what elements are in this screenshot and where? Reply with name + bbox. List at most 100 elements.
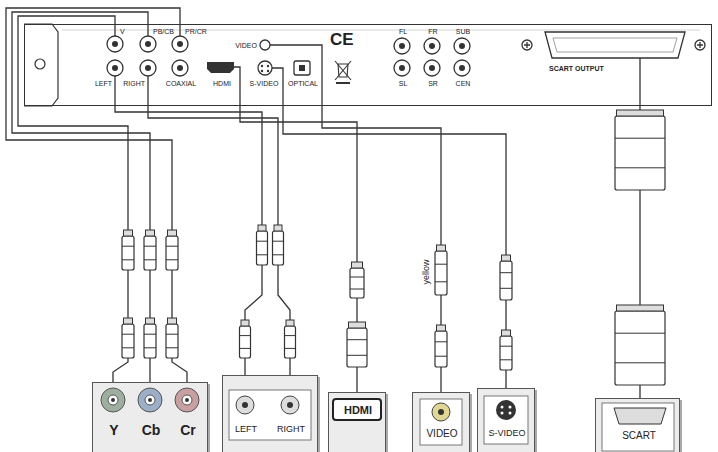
cable-wire [115, 76, 262, 396]
s-video-jack [261, 65, 263, 67]
input-label: LEFT [235, 425, 257, 434]
connector-label: CEN [456, 80, 471, 87]
connector-label: SCART OUTPUT [549, 65, 604, 72]
s-video-input-jack [484, 396, 528, 444]
plug-body [122, 324, 134, 358]
jack-center [145, 65, 151, 71]
rca-jack [454, 60, 470, 76]
plug-body [435, 331, 447, 367]
audio-jack [281, 396, 299, 414]
scart-socket [545, 32, 685, 58]
plug-ring [166, 246, 178, 247]
cable [148, 106, 290, 375]
input-label: HDMI [344, 405, 372, 416]
plug-ring [273, 254, 284, 255]
component-jack [101, 388, 125, 412]
input-label: RIGHT [277, 425, 305, 434]
video-input: VIDEO [412, 392, 470, 452]
plug-body [350, 268, 364, 298]
plug-ring [615, 362, 665, 363]
cable-plug [435, 245, 447, 295]
s-video-jack [258, 61, 272, 75]
plug-collar [437, 325, 446, 331]
plug-body [144, 236, 156, 270]
plug-body [347, 328, 367, 367]
weee-bin-symbol [335, 61, 351, 80]
optical-port [294, 61, 310, 75]
connector-label: VIDEO [235, 42, 257, 49]
cable-plug [144, 318, 156, 358]
plug-collar [502, 255, 511, 261]
cable-plug [144, 230, 156, 270]
connector-label: HDMI [213, 80, 231, 87]
scart-socket [522, 32, 705, 58]
s-video-jack [258, 61, 272, 75]
cable-wire [272, 68, 283, 106]
plug-body [435, 251, 447, 295]
scart-input: SCART [595, 398, 680, 452]
cable-plug [435, 325, 447, 367]
input-label: S-VIDEO [488, 429, 525, 438]
rca-jack [394, 60, 410, 76]
jack-center [429, 65, 435, 71]
optical-port [299, 65, 305, 71]
rear-panel: VPB/CBPR/CRLEFTRIGHTCOAXIALHDMIVIDEOS-VI… [24, 24, 712, 106]
plug-ring [500, 359, 512, 360]
plug-collar [241, 320, 249, 326]
panel-detail [35, 59, 45, 69]
weee-bin-symbol [335, 61, 351, 83]
connector-label: PR/CR [185, 28, 207, 35]
plug-body [257, 231, 268, 265]
plug-collar [286, 320, 294, 326]
rca-jack [172, 36, 188, 52]
plug-ring [166, 334, 178, 335]
jack-center [429, 43, 435, 49]
input-label: Cr [180, 423, 196, 437]
scart-input-socket [602, 403, 674, 451]
s-video-input-jack [509, 406, 512, 409]
cable-wire [179, 24, 180, 36]
plug-ring [240, 348, 251, 349]
input-panel-ground [328, 392, 386, 452]
cable-plug [240, 320, 251, 358]
rca-jack [172, 60, 188, 76]
jack-center [177, 41, 183, 47]
ce-mark: CE [330, 31, 354, 48]
s-video-jack [267, 70, 269, 72]
plug-collar [352, 262, 363, 268]
component-jack [175, 388, 199, 412]
audio-jack [229, 390, 311, 440]
cable-plug [615, 305, 665, 385]
plug-collar [168, 318, 177, 324]
cable-plug [500, 255, 512, 300]
rca-jack [107, 60, 123, 76]
plug-ring [144, 246, 156, 247]
rca-jack [107, 36, 123, 52]
plug-collar [124, 230, 133, 236]
cable-wire [639, 58, 640, 106]
plug-ring [615, 138, 665, 139]
connector-label: FL [399, 28, 407, 35]
connector-label: OPTICAL [288, 80, 318, 87]
plug-body [500, 336, 512, 370]
input-panel-ground [595, 398, 680, 452]
s-video-input-jack [501, 412, 504, 415]
scart-input-socket [614, 408, 666, 424]
scart-socket [524, 42, 703, 48]
jack-center [112, 65, 118, 71]
cable-plug [122, 230, 134, 270]
cable-plug [285, 320, 296, 358]
jack-center [177, 65, 183, 71]
s-video-input-jack [496, 400, 516, 420]
plug-body [240, 326, 251, 358]
plug-collar [349, 322, 366, 328]
cable [240, 106, 357, 392]
component-jack [101, 388, 199, 412]
plug-ring [350, 277, 364, 278]
plug-ring [122, 347, 134, 348]
s-video-input-jack [501, 406, 504, 409]
audio-jack [229, 390, 311, 440]
connector-label: RIGHT [123, 80, 145, 87]
